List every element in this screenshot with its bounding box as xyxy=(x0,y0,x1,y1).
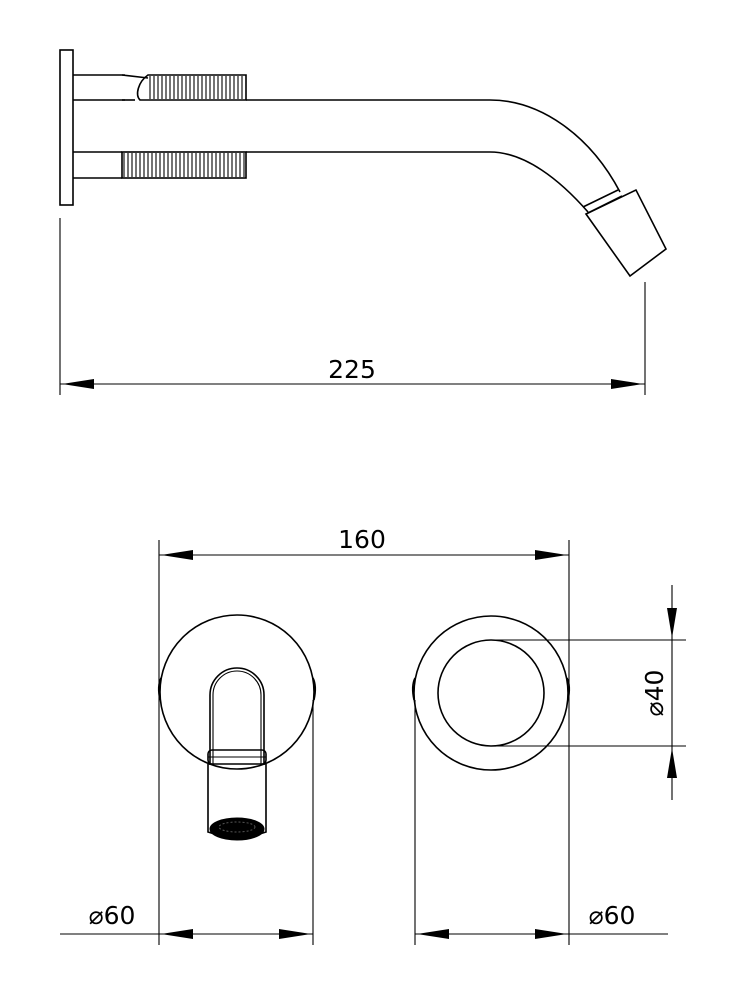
d40-label: ⌀40 xyxy=(640,670,669,717)
left-rosette xyxy=(157,614,317,841)
lower-knurl xyxy=(123,153,245,177)
right-rosette-bulge-right xyxy=(566,677,571,701)
aerator-mesh-highlight xyxy=(218,821,256,833)
side-dim-arrow-left xyxy=(62,379,94,389)
d40-arrow-top xyxy=(667,608,677,638)
spout-bend-inner xyxy=(489,151,589,213)
left-rosette-circle xyxy=(159,614,315,770)
spout-collar-1 xyxy=(582,189,619,208)
spout-nozzle xyxy=(584,188,668,278)
d40-arrow-bottom xyxy=(667,748,677,778)
upper-cone-top xyxy=(121,74,149,79)
d60-left-value: 60 xyxy=(104,901,136,930)
wall-plate xyxy=(59,49,74,206)
upper-knurl-outline xyxy=(136,74,247,101)
d60-right-value: 60 xyxy=(604,901,636,930)
right-rosette-inner xyxy=(437,639,545,747)
front-views: 160 xyxy=(60,525,686,945)
d60-left-arrow-b xyxy=(279,929,311,939)
d60-right-label: ⌀60 xyxy=(589,901,636,930)
left-rosette-bulge-right xyxy=(312,677,317,701)
right-rosette-bulge-left xyxy=(411,677,416,701)
front-dim-arrow-left xyxy=(161,550,193,560)
right-rosette-outer xyxy=(413,615,569,771)
right-rosette xyxy=(411,615,571,771)
spout-front-outline xyxy=(209,667,265,765)
d60-right-symbol: ⌀ xyxy=(589,901,604,930)
spout-front-inner-arc xyxy=(212,670,262,696)
front-dim-arrow-right xyxy=(535,550,567,560)
side-dim-arrow-right xyxy=(611,379,643,389)
d60-left-label: ⌀60 xyxy=(89,901,136,930)
upper-knurl xyxy=(149,76,243,99)
d40-symbol: ⌀ xyxy=(640,701,669,716)
left-rosette-bulge-left xyxy=(157,677,162,701)
front-dim-label: 160 xyxy=(338,525,386,554)
d60-right-arrow-b xyxy=(535,929,567,939)
lower-knurl-outline xyxy=(121,151,247,179)
d60-left-arrow-a xyxy=(161,929,193,939)
aerator-mesh xyxy=(209,817,265,841)
spout-bend-outer xyxy=(489,99,621,193)
side-dim-label: 225 xyxy=(328,355,376,384)
d60-right-arrow-a xyxy=(417,929,449,939)
side-view: 225 xyxy=(59,49,668,395)
d40-value: 40 xyxy=(640,670,669,702)
d60-left-symbol: ⌀ xyxy=(89,901,104,930)
